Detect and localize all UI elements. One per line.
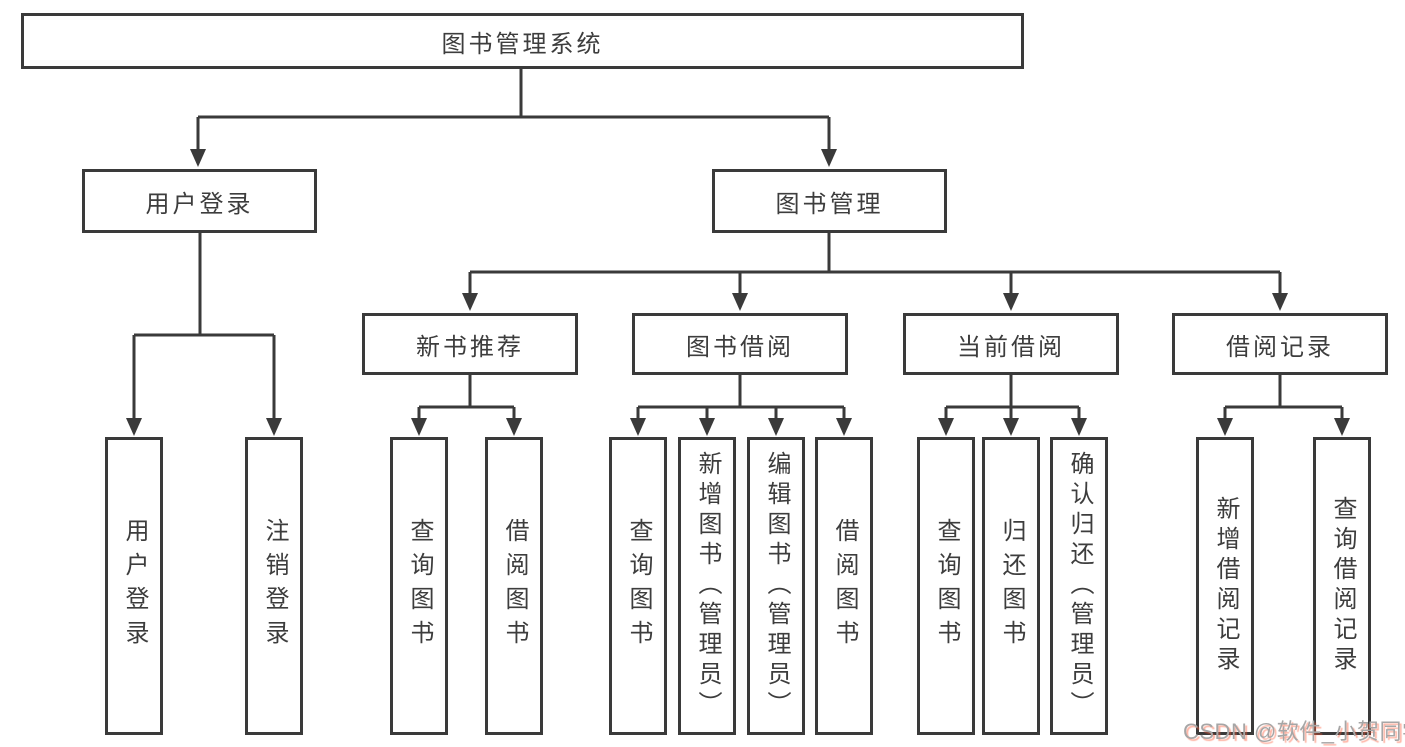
- node-library-system: 图书管理系统: [21, 13, 1024, 69]
- leaf-logout-label: 注销登录: [261, 518, 288, 654]
- leaf-query-books-borrowing-label: 查询图书: [625, 518, 652, 654]
- leaf-logout: 注销登录: [245, 437, 303, 735]
- leaf-user-login-label: 用户登录: [121, 518, 148, 654]
- leaf-edit-books-admin-label: 编辑图书（管理员）: [763, 451, 790, 721]
- node-current-borrowing: 当前借阅: [903, 313, 1119, 375]
- node-borrowing-records-label: 借阅记录: [1226, 333, 1334, 361]
- leaf-query-borrow-record: 查询借阅记录: [1313, 437, 1371, 735]
- node-user-login: 用户登录: [82, 169, 317, 233]
- leaf-query-books-borrowing: 查询图书: [609, 437, 667, 735]
- leaf-add-books-admin: 新增图书（管理员）: [678, 437, 736, 735]
- leaf-add-borrow-record-label: 新增借阅记录: [1212, 496, 1239, 676]
- node-book-borrowing-label: 图书借阅: [686, 333, 794, 361]
- leaf-add-books-admin-label: 新增图书（管理员）: [694, 451, 721, 721]
- node-book-borrowing: 图书借阅: [632, 313, 848, 375]
- leaf-query-books-recommend: 查询图书: [390, 437, 448, 735]
- leaf-return-books: 归还图书: [982, 437, 1040, 735]
- leaf-edit-books-admin: 编辑图书（管理员）: [747, 437, 805, 735]
- node-current-borrowing-label: 当前借阅: [957, 333, 1065, 361]
- node-borrowing-records: 借阅记录: [1172, 313, 1388, 375]
- node-new-book-recommend-label: 新书推荐: [416, 333, 524, 361]
- node-book-management-label: 图书管理: [775, 190, 884, 218]
- leaf-user-login: 用户登录: [105, 437, 163, 735]
- node-new-book-recommend: 新书推荐: [362, 313, 578, 375]
- leaf-query-borrow-record-label: 查询借阅记录: [1329, 496, 1356, 676]
- leaf-return-books-label: 归还图书: [998, 518, 1025, 654]
- node-library-system-label: 图书管理系统: [441, 30, 604, 58]
- node-user-login-label: 用户登录: [145, 190, 254, 218]
- leaf-query-books-current-label: 查询图书: [933, 518, 960, 654]
- leaf-query-books-current: 查询图书: [917, 437, 975, 735]
- leaf-borrow-books-recommend: 借阅图书: [485, 437, 543, 735]
- leaf-borrow-books-recommend-label: 借阅图书: [501, 518, 528, 654]
- leaf-borrow-books: 借阅图书: [815, 437, 873, 735]
- leaf-confirm-return-admin-label: 确认归还（管理员）: [1066, 451, 1093, 721]
- csdn-watermark: CSDN @软件_小贺同学: [1183, 719, 1405, 744]
- node-book-management: 图书管理: [712, 169, 947, 233]
- leaf-add-borrow-record: 新增借阅记录: [1196, 437, 1254, 735]
- leaf-borrow-books-label: 借阅图书: [831, 518, 858, 654]
- leaf-query-books-recommend-label: 查询图书: [406, 518, 433, 654]
- leaf-confirm-return-admin: 确认归还（管理员）: [1050, 437, 1108, 735]
